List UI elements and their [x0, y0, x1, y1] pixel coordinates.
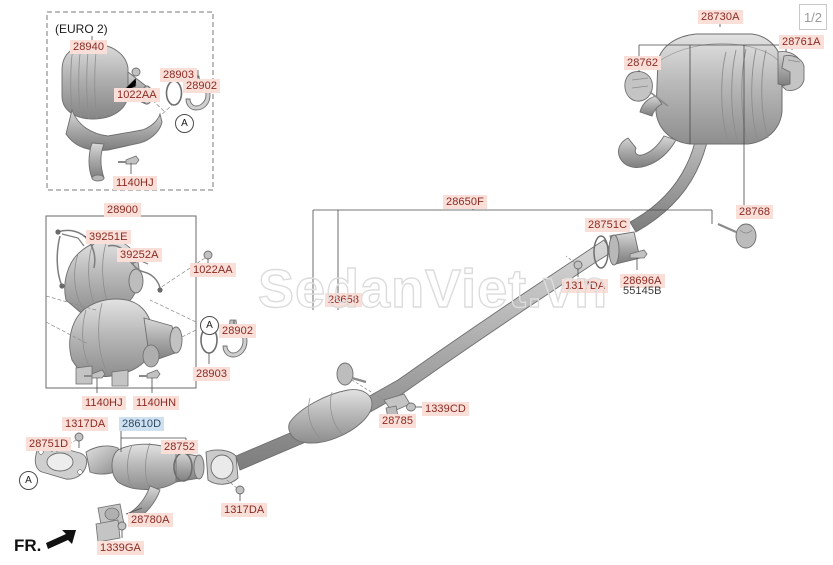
- part-label-28900[interactable]: 28900: [104, 203, 142, 217]
- part-label-28658[interactable]: 28658: [325, 293, 363, 307]
- part-label-28903-2[interactable]: 28903: [193, 367, 231, 381]
- front-direction-arrow: [46, 530, 76, 549]
- part-label-28902-2[interactable]: 28902: [219, 324, 257, 338]
- part-label-28730A[interactable]: 28730A: [698, 10, 743, 24]
- part-label-1317DA-2[interactable]: 1317DA: [221, 503, 268, 517]
- part-label-1339CD[interactable]: 1339CD: [422, 402, 469, 416]
- part-label-28768[interactable]: 28768: [736, 205, 774, 219]
- euro2-inset-border: [46, 11, 214, 191]
- part-label-28751D[interactable]: 28751D: [26, 437, 72, 451]
- page-indicator[interactable]: 1/2: [799, 4, 827, 30]
- part-label-28780A[interactable]: 28780A: [128, 513, 173, 527]
- front-orientation-label: FR.: [14, 536, 42, 555]
- part-label-28762[interactable]: 28762: [624, 56, 662, 70]
- reference-marker-a-front: A: [19, 471, 38, 490]
- part-label-28610D-selected[interactable]: 28610D: [119, 417, 165, 431]
- part-label-1140HN[interactable]: 1140HN: [133, 396, 180, 410]
- part-label-1317DA-3[interactable]: 1317DA: [562, 279, 609, 293]
- part-label-1140HJ[interactable]: 1140HJ: [113, 176, 157, 190]
- part-label-28696A[interactable]: 28696A: [620, 274, 665, 288]
- part-label-1339GA[interactable]: 1339GA: [97, 541, 144, 555]
- part-label-28902[interactable]: 28902: [183, 79, 221, 93]
- main-cat-artwork: [45, 203, 248, 393]
- part-label-28785[interactable]: 28785: [379, 414, 417, 428]
- reference-marker-a-inset2: A: [200, 316, 219, 335]
- part-label-28752[interactable]: 28752: [161, 440, 199, 454]
- part-label-28940[interactable]: 28940: [70, 40, 108, 54]
- euro2-artwork: [61, 36, 211, 182]
- front-pipe-assembly: [34, 431, 245, 543]
- part-label-28903[interactable]: 28903: [160, 68, 198, 82]
- part-label-1140HJ-2[interactable]: 1140HJ: [82, 396, 126, 410]
- part-label-1022AA-2[interactable]: 1022AA: [190, 263, 236, 277]
- part-label-39251E[interactable]: 39251E: [86, 230, 131, 244]
- part-label-1317DA-1[interactable]: 1317DA: [62, 417, 109, 431]
- part-label-39252A[interactable]: 39252A: [117, 248, 162, 262]
- part-label-28751C[interactable]: 28751C: [585, 218, 631, 232]
- part-label-28761A[interactable]: 28761A: [779, 35, 824, 49]
- reference-marker-a-euro2: A: [175, 114, 194, 133]
- euro2-inset-title: (EURO 2): [55, 22, 108, 36]
- center-pipe-and-muffler: [235, 20, 805, 471]
- part-label-1022AA[interactable]: 1022AA: [114, 88, 160, 102]
- part-label-28650F[interactable]: 28650F: [443, 195, 487, 209]
- part-label-55145B[interactable]: 55145B: [623, 285, 662, 297]
